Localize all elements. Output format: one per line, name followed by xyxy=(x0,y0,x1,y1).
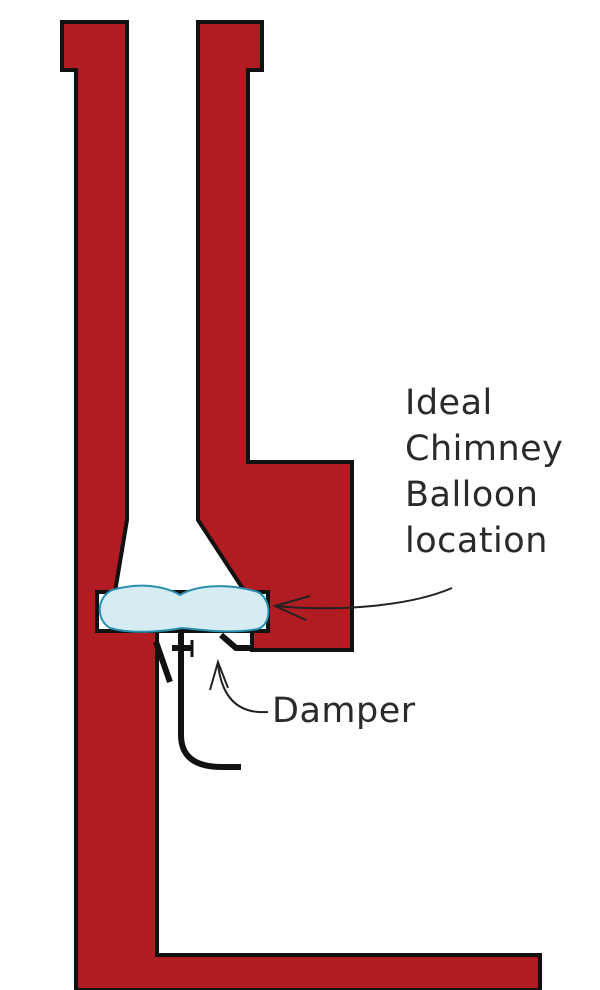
balloon-location-label: Ideal Chimney Balloon location xyxy=(405,380,563,564)
damper-label: Damper xyxy=(272,691,416,731)
damper-arrow xyxy=(209,658,269,714)
damper-mechanism xyxy=(153,630,252,770)
balloon-arrow xyxy=(272,587,453,621)
label-line: location xyxy=(405,521,548,561)
chimney-balloon xyxy=(98,584,270,633)
left-chimney-wall xyxy=(60,20,542,990)
label-line: Balloon xyxy=(405,475,539,515)
label-line: Chimney xyxy=(405,429,564,469)
right-chimney-wall xyxy=(196,20,354,652)
label-line: Ideal xyxy=(405,383,493,423)
